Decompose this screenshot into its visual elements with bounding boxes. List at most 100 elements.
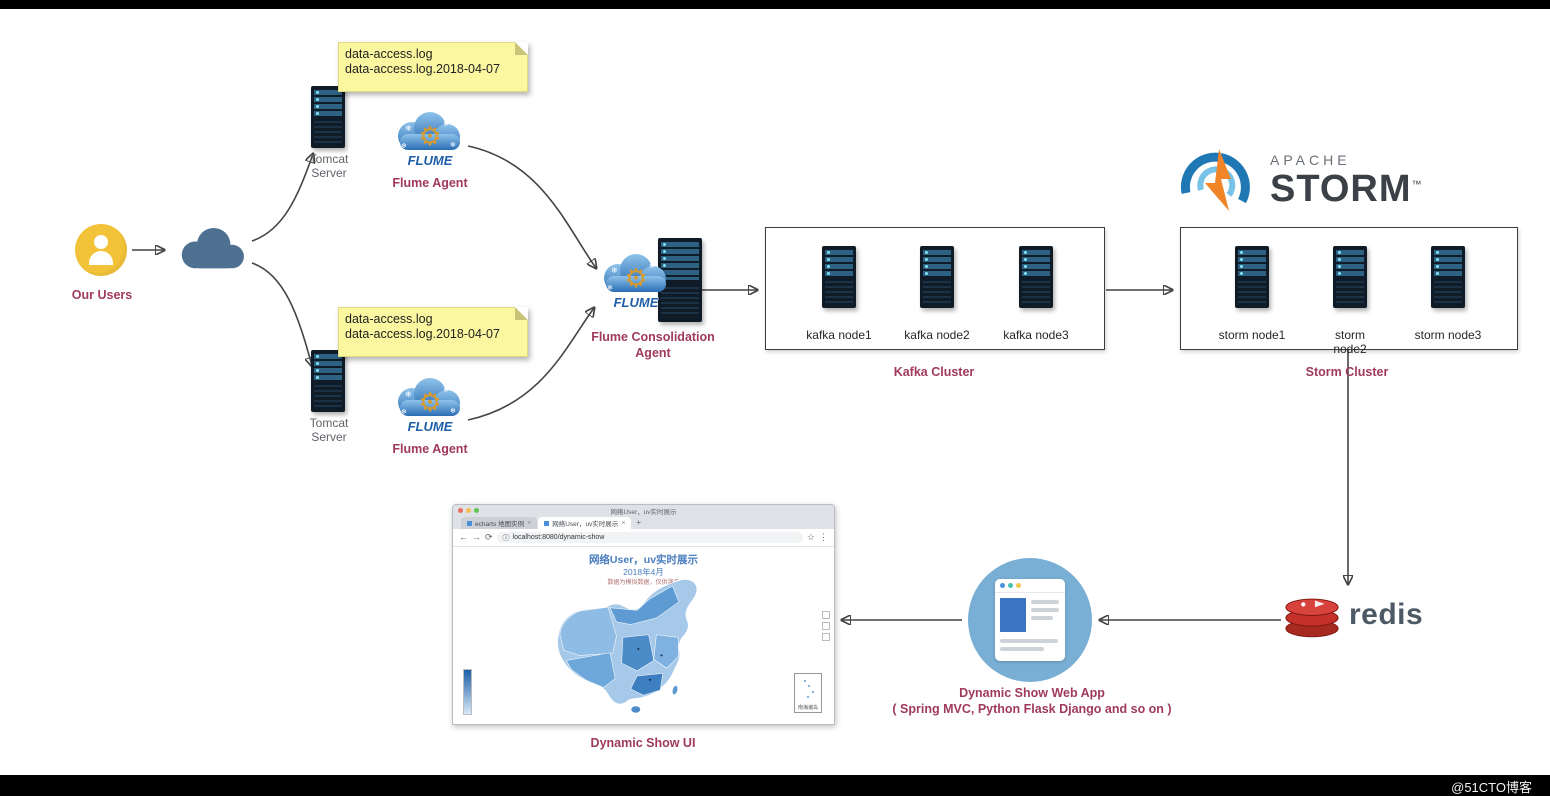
storm-node1-label: storm node1 [1218,328,1286,342]
svg-text:⚙: ⚙ [418,387,441,417]
arrow-flume-top-to-consolidation [467,145,596,268]
cloud-icon [181,228,244,269]
webapp-card-header [995,579,1065,593]
bottom-black-bar: @51CTO博客 [0,775,1550,796]
svg-text:❄: ❄ [611,266,618,275]
watermark: @51CTO博客 [1451,780,1532,795]
webapp-card-hero-block [1000,598,1026,632]
svg-text:❄: ❄ [443,120,449,128]
kafka-cluster-label: Kafka Cluster [893,365,975,379]
bookmark-star-icon: ☆ [806,532,815,542]
kafka-node3-icon [1019,246,1053,308]
log-note-top: data-access.log data-access.log.2018-04-… [338,42,528,92]
kafka-node2-label: kafka node2 [904,328,970,342]
chart-toolbox-icons [822,611,830,641]
svg-text:❄: ❄ [607,284,613,292]
svg-text:FLUME: FLUME [614,295,659,310]
svg-text:❄: ❄ [405,390,412,399]
flume-agent-bottom-label: Flume Agent [392,442,468,456]
toolbox-icon [822,622,830,630]
flume-agent-bottom-icon: ❄ ❄ ❄ ❄ ⚙ FLUME [398,378,460,434]
window-dot-icon [1008,583,1013,588]
flume-agent-top-icon: ❄ ❄ ❄ ❄ ⚙ FLUME [398,112,460,168]
browser-titlebar: 网络User，uv实时展示 [453,505,834,516]
flume-agent-top-label: Flume Agent [392,176,468,190]
inset-label: 南海诸岛 [797,705,818,711]
south-sea-inset: 南海诸岛 [794,673,822,713]
flume-consolidation-icon: ❄ ❄ ❄ ⚙ FLUME [604,254,666,310]
svg-text:❄: ❄ [401,408,407,416]
kafka-node3-label: kafka node3 [1003,328,1069,342]
tab-close-icon: × [621,519,626,527]
back-icon: ← [459,532,468,542]
kafka-node1-icon [822,246,856,308]
browser-tab-1: echarts 地图实例 × [461,517,538,529]
svg-text:❄: ❄ [401,142,407,150]
svg-text:❄: ❄ [405,124,412,133]
storm-node2-label: storm node2 [1333,328,1367,356]
window-dot-icon [1016,583,1021,588]
log-note-bottom: data-access.log data-access.log.2018-04-… [338,307,528,357]
storm-node2-icon [1333,246,1367,308]
arrow-cloud-to-tomcat-bottom [251,262,312,366]
url-field: ⓘ localhost:8080/dynamic-show [496,532,803,543]
kafka-node2-icon [920,246,954,308]
webapp-title: Dynamic Show Web App [959,686,1105,700]
users-label: Our Users [71,288,133,302]
visualmap-legend [463,669,472,715]
tomcat-server-top-icon [311,86,345,148]
svg-text:❄: ❄ [649,262,655,270]
storm-text: STORM™ [1270,168,1423,210]
toolbox-icon [822,633,830,641]
storm-cluster-label: Storm Cluster [1305,365,1389,379]
apache-text: APACHE [1270,152,1351,168]
tomcat-server-top-label: Tomcat Server [309,152,349,181]
favicon-icon [467,520,472,526]
webapp-circle-icon [968,558,1092,682]
top-black-bar [0,0,1550,9]
storm-node3-label: storm node3 [1414,328,1482,342]
menu-dots-icon: ⋮ [819,532,828,542]
reload-icon: ⟳ [485,532,493,542]
apache-storm-logo-icon [1180,149,1250,211]
toolbox-icon [822,611,830,619]
window-dot-icon [1000,583,1005,588]
svg-text:⚙: ⚙ [624,263,647,293]
svg-text:❄: ❄ [450,141,456,149]
user-icon [75,224,127,276]
dashboard-subtitle: 2018年4月 [623,567,664,577]
flume-consolidation-label: Flume Consolidation Agent [591,330,715,360]
browser-content: 网络User，uv实时展示 2018年4月 数据为模拟数据，仅供演示 [453,547,834,723]
tomcat-server-bottom-icon [311,350,345,412]
storm-node1-icon [1235,246,1269,308]
tomcat-server-bottom-label: Tomcat Server [309,416,349,445]
new-tab-icon: + [636,518,642,527]
favicon-icon [544,520,550,526]
webapp-subtitle: ( Spring MVC, Python Flask Django and so… [892,702,1172,716]
svg-text:❄: ❄ [450,407,456,415]
browser-window-title: 网络User，uv实时展示 [610,508,677,516]
browser-address-bar: ← → ⟳ ⓘ localhost:8080/dynamic-show ☆ ⋮ [453,529,834,547]
svg-text:FLUME: FLUME [408,419,453,434]
china-map [557,579,698,713]
dynamic-show-ui-label: Dynamic Show UI [590,736,696,750]
redis-label: redis [1349,598,1424,631]
inset-islands-icon [804,680,806,682]
svg-text:⚙: ⚙ [418,121,441,151]
storm-node3-icon [1431,246,1465,308]
window-traffic-lights-icon [458,508,479,513]
svg-text:❄: ❄ [443,386,449,394]
redis-logo: redis [1283,590,1423,640]
site-info-icon: ⓘ [502,534,510,542]
redis-icon [1285,598,1339,638]
kafka-node1-label: kafka node1 [806,328,872,342]
browser-tab-strip: echarts 地图实例 × 网络User，uv实时展示 × + [453,516,834,529]
forward-icon: → [472,532,481,542]
browser-tab-2: 网络User，uv实时展示 × [538,517,632,529]
webapp-card-body [995,593,1065,661]
tab-close-icon: × [527,519,532,527]
svg-text:FLUME: FLUME [408,153,453,168]
dynamic-show-ui-screenshot: 网络User，uv实时展示 echarts 地图实例 × 网络User，uv实时… [452,504,835,725]
dashboard-note: 数据为模拟数据，仅供演示 [607,580,680,586]
